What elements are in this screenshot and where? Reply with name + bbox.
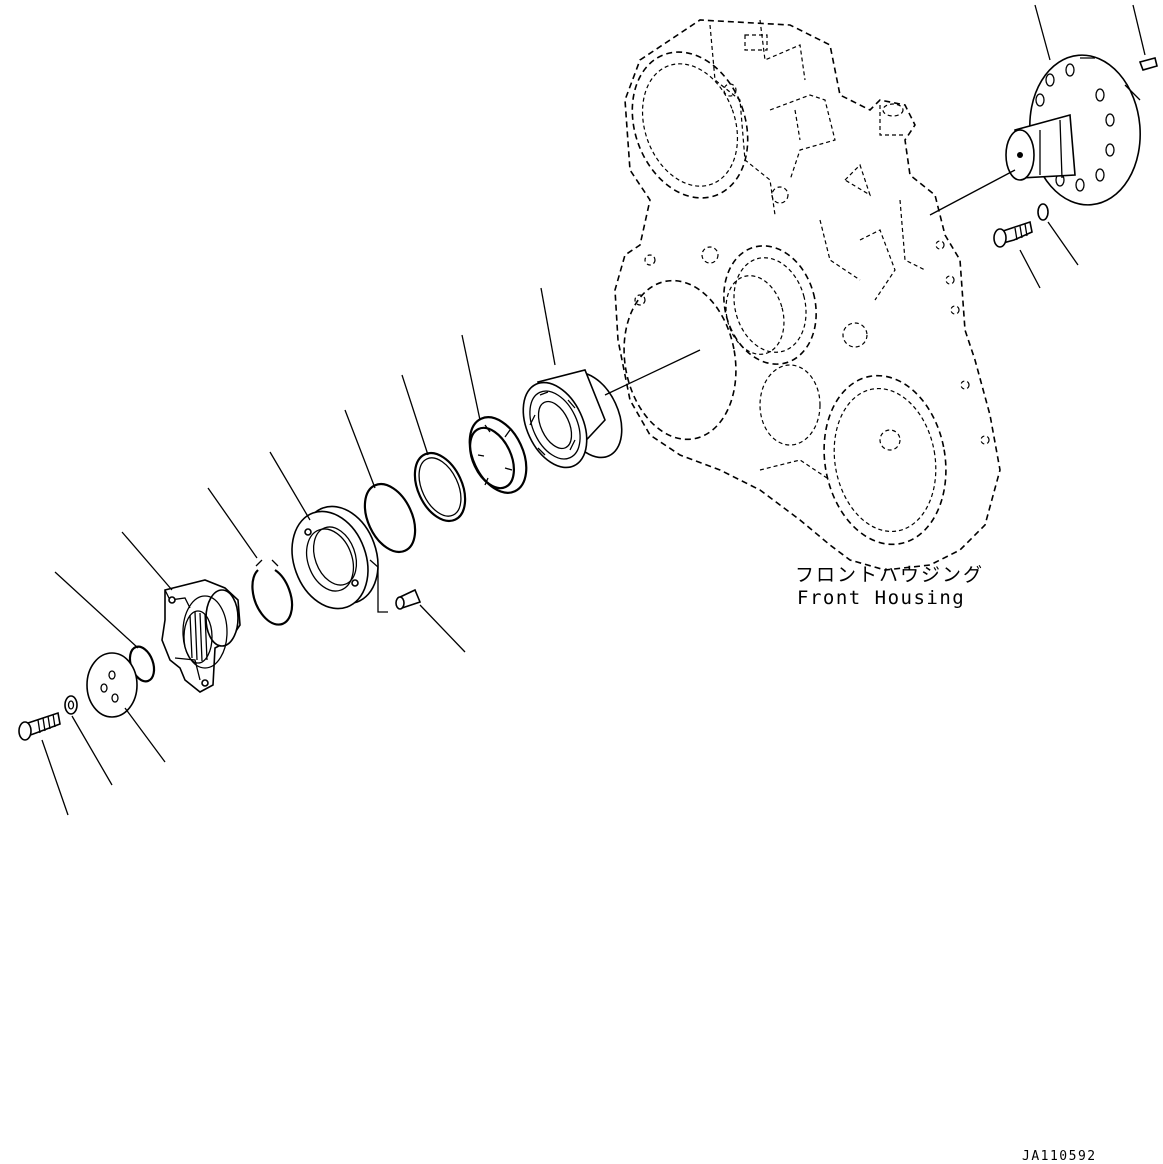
housing-label-jp: フロントハウジング <box>795 564 984 586</box>
retainer <box>269 451 388 613</box>
front-housing <box>614 19 1001 571</box>
thin-ring <box>401 374 467 523</box>
o-ring-large <box>344 409 417 554</box>
snap-ring <box>207 487 294 626</box>
washer-left <box>64 695 113 786</box>
bolt-right <box>993 220 1033 248</box>
dowel-pin <box>395 588 466 653</box>
washer-right <box>1037 203 1049 221</box>
bearing <box>522 287 701 469</box>
housing-label-en: Front Housing <box>797 587 965 609</box>
flanged-shaft <box>929 4 1158 289</box>
coupling-yoke <box>121 531 241 693</box>
bolt-left <box>18 711 69 816</box>
spacer-ring-thick <box>461 334 528 494</box>
document-id: JA110592 <box>1022 1149 1097 1164</box>
end-plate <box>86 652 166 763</box>
